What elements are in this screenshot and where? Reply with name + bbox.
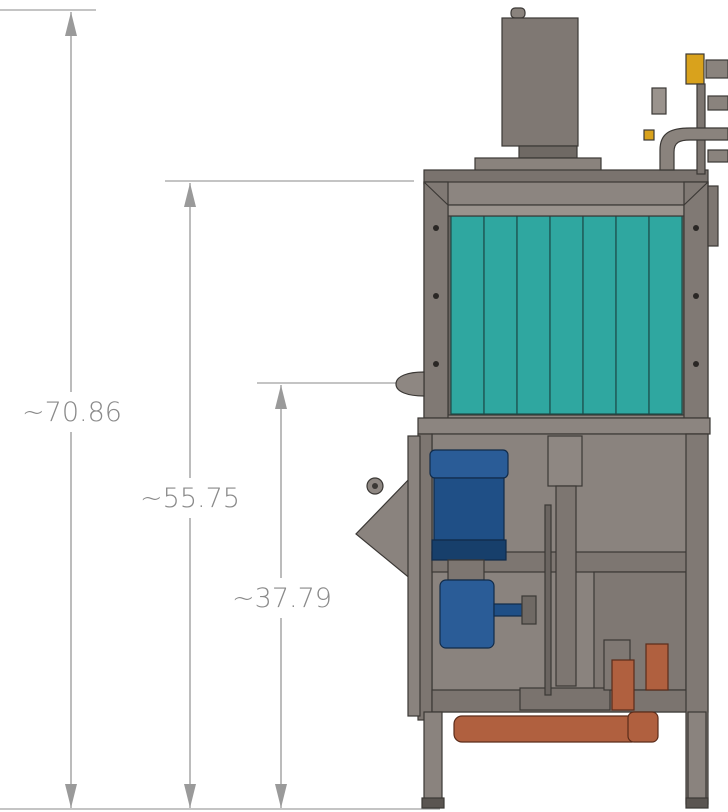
dimension-label: ~55.75 bbox=[140, 483, 240, 514]
dishwasher-machine bbox=[355, 7, 728, 809]
frame-bolts bbox=[433, 225, 699, 367]
upper-hood bbox=[395, 181, 709, 419]
dimension-hood-height: ~55.75 bbox=[140, 180, 414, 808]
machine-legs bbox=[421, 711, 709, 809]
arrow-head-down bbox=[65, 784, 77, 808]
arrow-head-up bbox=[65, 12, 77, 36]
drain-piping bbox=[453, 639, 669, 743]
hood-teal-panels bbox=[450, 215, 683, 415]
dimension-overall-height: ~70.86 bbox=[0, 9, 122, 808]
dimension-label: ~70.86 bbox=[22, 397, 122, 428]
arrow-head-up bbox=[275, 385, 287, 409]
dimension-chute-height: ~37.79 bbox=[232, 382, 400, 808]
arrow-head-down bbox=[275, 784, 287, 808]
plumbing-assembly bbox=[643, 53, 728, 247]
arrow-head-down bbox=[184, 784, 196, 808]
dimension-label: ~37.79 bbox=[232, 583, 332, 614]
vent-stack bbox=[474, 7, 602, 183]
arrow-head-up bbox=[184, 183, 196, 207]
door-handle bbox=[395, 371, 425, 397]
center-column bbox=[519, 435, 611, 711]
pump-motor bbox=[429, 449, 537, 649]
side-chute bbox=[355, 435, 421, 717]
